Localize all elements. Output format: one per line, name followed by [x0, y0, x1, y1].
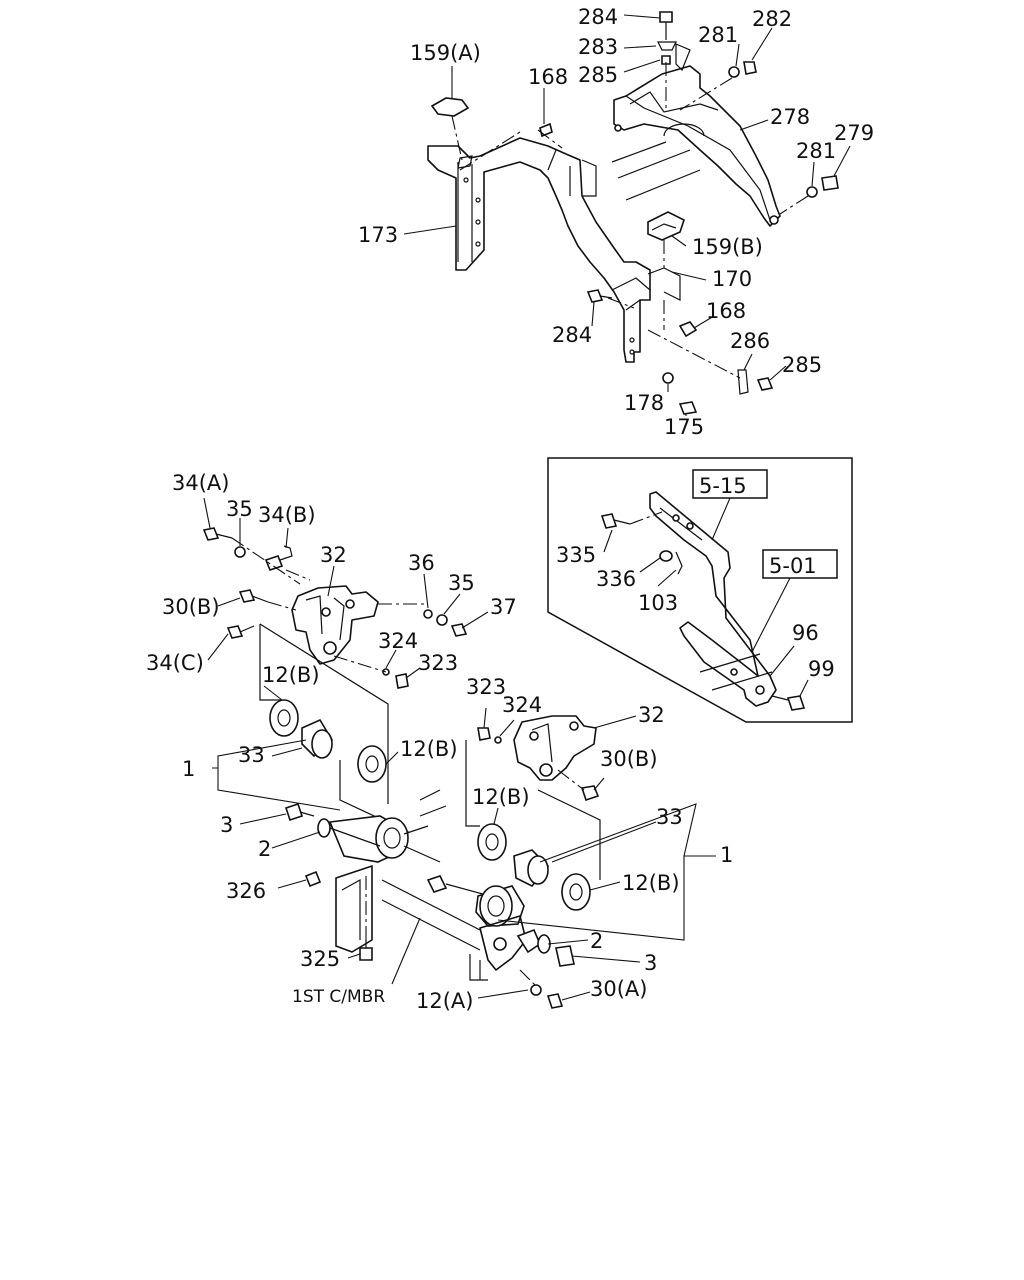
callout-282: 282 — [752, 7, 792, 31]
callout-12b-c: 12(B) — [472, 785, 530, 809]
callout-286: 286 — [730, 329, 770, 353]
callout-285-mid: 285 — [782, 353, 822, 377]
callout-33-left: 33 — [238, 743, 265, 767]
callout-323-right: 323 — [466, 675, 506, 699]
callout-33-right: 33 — [656, 805, 683, 829]
leader-lines — [203, 14, 851, 1001]
callout-324-right: 324 — [502, 693, 542, 717]
callout-30b-right: 30(B) — [600, 747, 658, 771]
callout-168-mid: 168 — [706, 299, 746, 323]
callout-336: 336 — [596, 567, 636, 591]
callout-281-mid: 281 — [796, 139, 836, 163]
callout-12b-a: 12(B) — [262, 663, 320, 687]
callout-34c: 34(C) — [146, 651, 204, 675]
callout-37: 37 — [490, 595, 517, 619]
callout-3-left: 3 — [220, 813, 233, 837]
callout-323-left: 323 — [418, 651, 458, 675]
callout-284-top: 284 — [578, 5, 618, 29]
callout-96: 96 — [792, 621, 819, 645]
callout-325: 325 — [300, 947, 340, 971]
callout-173: 173 — [358, 223, 398, 247]
callout-168-top: 168 — [528, 65, 568, 89]
callout-30a: 30(A) — [590, 977, 647, 1001]
callout-32-right: 32 — [638, 703, 665, 727]
inset-detail — [547, 457, 853, 723]
callout-279: 279 — [834, 121, 874, 145]
callout-326: 326 — [226, 879, 266, 903]
callout-284-mid: 284 — [552, 323, 592, 347]
callout-1-left: 1 — [182, 757, 195, 781]
callout-34b: 34(B) — [258, 503, 316, 527]
callout-278: 278 — [770, 105, 810, 129]
callout-3-right: 3 — [644, 951, 657, 975]
ref-box-5-01 — [762, 549, 838, 579]
callout-32-left: 32 — [320, 543, 347, 567]
callout-178: 178 — [624, 391, 664, 415]
upper-bracket-assembly — [427, 11, 839, 415]
callout-283: 283 — [578, 35, 618, 59]
ref-label-5-01: 5-01 — [769, 554, 817, 578]
callout-36: 36 — [408, 551, 435, 575]
ref-box-5-15 — [692, 469, 768, 499]
callout-99: 99 — [808, 657, 835, 681]
callout-12b-b: 12(B) — [400, 737, 458, 761]
callout-2-left: 2 — [258, 837, 271, 861]
callout-labels: 284 283 285 281 282 159(A) 168 278 279 2… — [146, 5, 874, 1013]
callout-2-right: 2 — [590, 929, 603, 953]
callout-335: 335 — [556, 543, 596, 567]
callout-170: 170 — [712, 267, 752, 291]
callout-285-top: 285 — [578, 63, 618, 87]
callout-103: 103 — [638, 591, 678, 615]
callout-34a: 34(A) — [172, 471, 229, 495]
ref-label-5-15: 5-15 — [699, 474, 747, 498]
callout-175: 175 — [664, 415, 704, 439]
callout-159b: 159(B) — [692, 235, 763, 259]
engine-mount-assembly — [202, 527, 601, 1009]
callout-30b-left: 30(B) — [162, 595, 220, 619]
callout-12a: 12(A) — [416, 989, 473, 1013]
callout-324-left: 324 — [378, 629, 418, 653]
callout-281-top: 281 — [698, 23, 738, 47]
callout-159a: 159(A) — [410, 41, 481, 65]
callout-35-right: 35 — [448, 571, 475, 595]
callout-1-right: 1 — [720, 843, 733, 867]
callout-1st-crossmember: 1ST C/MBR — [292, 987, 385, 1007]
callout-12b-d: 12(B) — [622, 871, 680, 895]
callout-35-left: 35 — [226, 497, 253, 521]
